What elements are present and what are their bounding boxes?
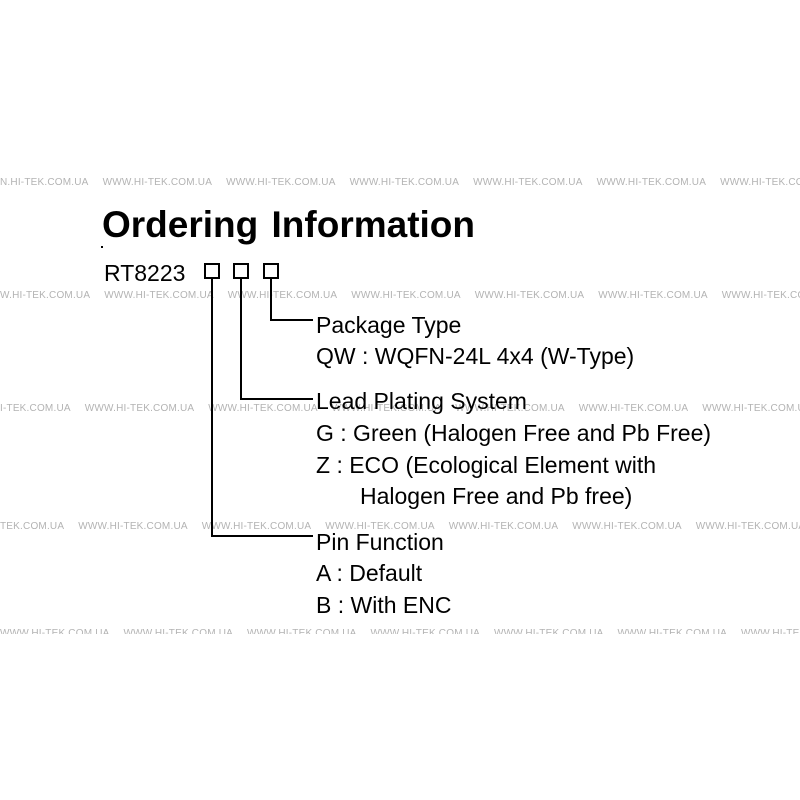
watermark-text: WWW.HI-TEK.COM.UA bbox=[351, 290, 461, 301]
watermark-text: WWW.HI-TEK.COM.UA bbox=[720, 177, 800, 188]
watermark-text: WWW.HI-TEK.COM.UA bbox=[227, 290, 338, 301]
watermark-text: N.HI-TEK.COM.UA bbox=[0, 177, 89, 188]
watermark-row: WWW.HI-TEK.COM.UA WWW.HI-TEK.COM.UA WWW.HI… bbox=[0, 628, 800, 634]
pin-function-heading: Pin Function bbox=[316, 529, 444, 555]
watermark-text: WWW.HI-TEK.COM.UA bbox=[572, 521, 682, 532]
watermark-text: WWW.HI-TEK.COM.UA bbox=[455, 403, 565, 414]
package-connector-vertical bbox=[270, 279, 272, 321]
pin-function-option-a: A : Default bbox=[316, 560, 423, 586]
watermark-row: W.HI-TEK.COM.UA WWW.HI-TEK.COM.UA WWW.HI-T… bbox=[0, 290, 800, 304]
pin-function-box bbox=[204, 263, 220, 279]
watermark-row: TEK.COM.UA WWW.HI-TEK.COM.UA WWW.HI-TEK.CO… bbox=[0, 521, 800, 535]
watermark-text: WWW.HI-TEK.COM.UA bbox=[0, 628, 110, 634]
watermark-text: WWW.HI-TEK.COM.UA bbox=[208, 403, 318, 414]
package-type-option-qw: QW : WQFN-24L 4x4 (W-Type) bbox=[316, 343, 635, 369]
pin-connector-horizontal bbox=[211, 535, 313, 537]
watermark-text: WWW.HI-TEK.COM.UA bbox=[247, 628, 357, 634]
lead-plating-option-z-continued: Halogen Free and Pb free) bbox=[360, 483, 633, 509]
watermark-text: WWW.HI-TEK.COM.UA bbox=[102, 177, 213, 188]
watermark-text: W.HI-TEK.COM.UA bbox=[0, 290, 91, 301]
plating-connector-vertical bbox=[240, 279, 242, 400]
watermark-text: WWW.HI-TEK.COM.UA bbox=[370, 628, 480, 634]
watermark-text: WWW.HI-TEK.COM.UA bbox=[741, 628, 800, 634]
watermark-text: WWW.HI-TEK.COM.UA bbox=[78, 521, 188, 532]
watermark-text: WWW.HI-TEK.COM.UA bbox=[331, 403, 442, 414]
watermark-text: WWW.HI-TEK.COM.UA bbox=[201, 521, 312, 532]
watermark-text: WWW.HI-TEK.COM.UA bbox=[617, 628, 727, 634]
watermark-text: WWW.HI-TEK.COM.UA bbox=[448, 521, 559, 532]
pin-function-option-b: B : With ENC bbox=[316, 592, 452, 618]
watermark-text: TEK.COM.UA bbox=[0, 521, 65, 532]
watermark-text: WWW.HI-TEK.COM.UA bbox=[598, 290, 708, 301]
stray-dot bbox=[101, 246, 103, 248]
section-title: Ordering Information bbox=[102, 204, 475, 245]
package-connector-horizontal bbox=[270, 319, 313, 321]
lead-plating-box bbox=[233, 263, 249, 279]
lead-plating-option-g: G : Green (Halogen Free and Pb Free) bbox=[316, 420, 712, 446]
watermark-row: I-TEK.COM.UA WWW.HI-TEK.COM.UA WWW.HI-TEK.… bbox=[0, 403, 800, 417]
watermark-text: WWW.HI-TEK.COM.UA bbox=[702, 403, 800, 414]
plating-connector-horizontal bbox=[240, 398, 313, 400]
package-type-heading: Package Type bbox=[316, 312, 462, 338]
pin-connector-vertical bbox=[211, 279, 213, 537]
watermark-text: WWW.HI-TEK.COM.UA bbox=[84, 403, 195, 414]
watermark-text: WWW.HI-TEK.COM.UA bbox=[494, 628, 604, 634]
watermark-text: WWW.HI-TEK.COM.UA bbox=[578, 403, 689, 414]
watermark-text: WWW.HI-TEK.COM.UA bbox=[596, 177, 707, 188]
lead-plating-heading: Lead Plating System bbox=[316, 388, 527, 414]
watermark-text: I-TEK.COM.UA bbox=[0, 403, 71, 414]
package-type-box bbox=[263, 263, 279, 279]
watermark-text: WWW.HI-TEK.COM.UA bbox=[123, 628, 233, 634]
watermark-text: WWW.HI-TEK.COM.UA bbox=[325, 521, 435, 532]
watermark-text: WWW.HI-TEK.COM.UA bbox=[695, 521, 800, 532]
lead-plating-option-z: Z : ECO (Ecological Element with bbox=[316, 452, 657, 478]
watermark-text: WWW.HI-TEK.COM.UA bbox=[473, 177, 583, 188]
watermark-text: WWW.HI-TEK.COM.UA bbox=[104, 290, 214, 301]
watermark-text: WWW.HI-TEK.COM.UA bbox=[349, 177, 460, 188]
part-number: RT8223 bbox=[104, 260, 186, 286]
watermark-text: WWW.HI-TEK.COM.UA bbox=[474, 290, 585, 301]
watermark-text: WWW.HI-TEK.COM.UA bbox=[226, 177, 336, 188]
watermark-text: WWW.HI-TEK.COM.UA bbox=[721, 290, 800, 301]
watermark-row: N.HI-TEK.COM.UA WWW.HI-TEK.COM.UA WWW.HI-T… bbox=[0, 177, 800, 191]
